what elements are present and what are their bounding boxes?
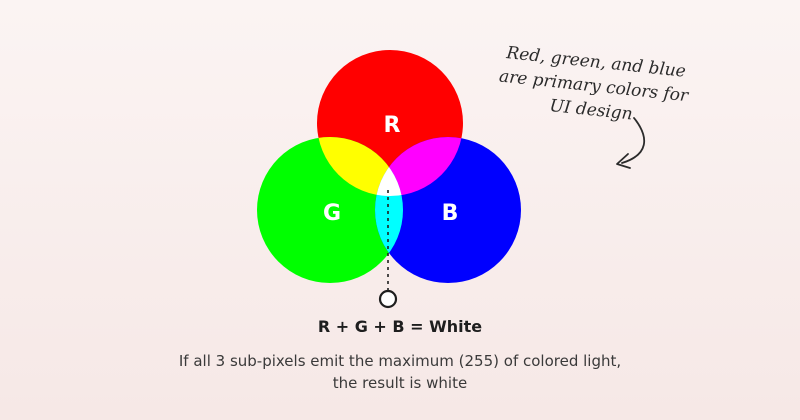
label-b: B <box>442 201 459 226</box>
yellow-overlap <box>317 137 403 196</box>
formula-label: R + G + B = White <box>317 317 483 336</box>
magenta-overlap <box>375 137 463 196</box>
arrow-head-icon <box>616 153 631 169</box>
caption-line-1: If all 3 sub-pixels emit the maximum (25… <box>178 352 622 370</box>
curved-arrow-icon <box>621 117 646 164</box>
label-g: G <box>323 201 341 226</box>
caption: If all 3 sub-pixels emit the maximum (25… <box>0 350 800 394</box>
caption-line-2: the result is white <box>332 374 468 392</box>
pointer-dot <box>378 289 398 309</box>
label-r: R <box>384 113 401 138</box>
